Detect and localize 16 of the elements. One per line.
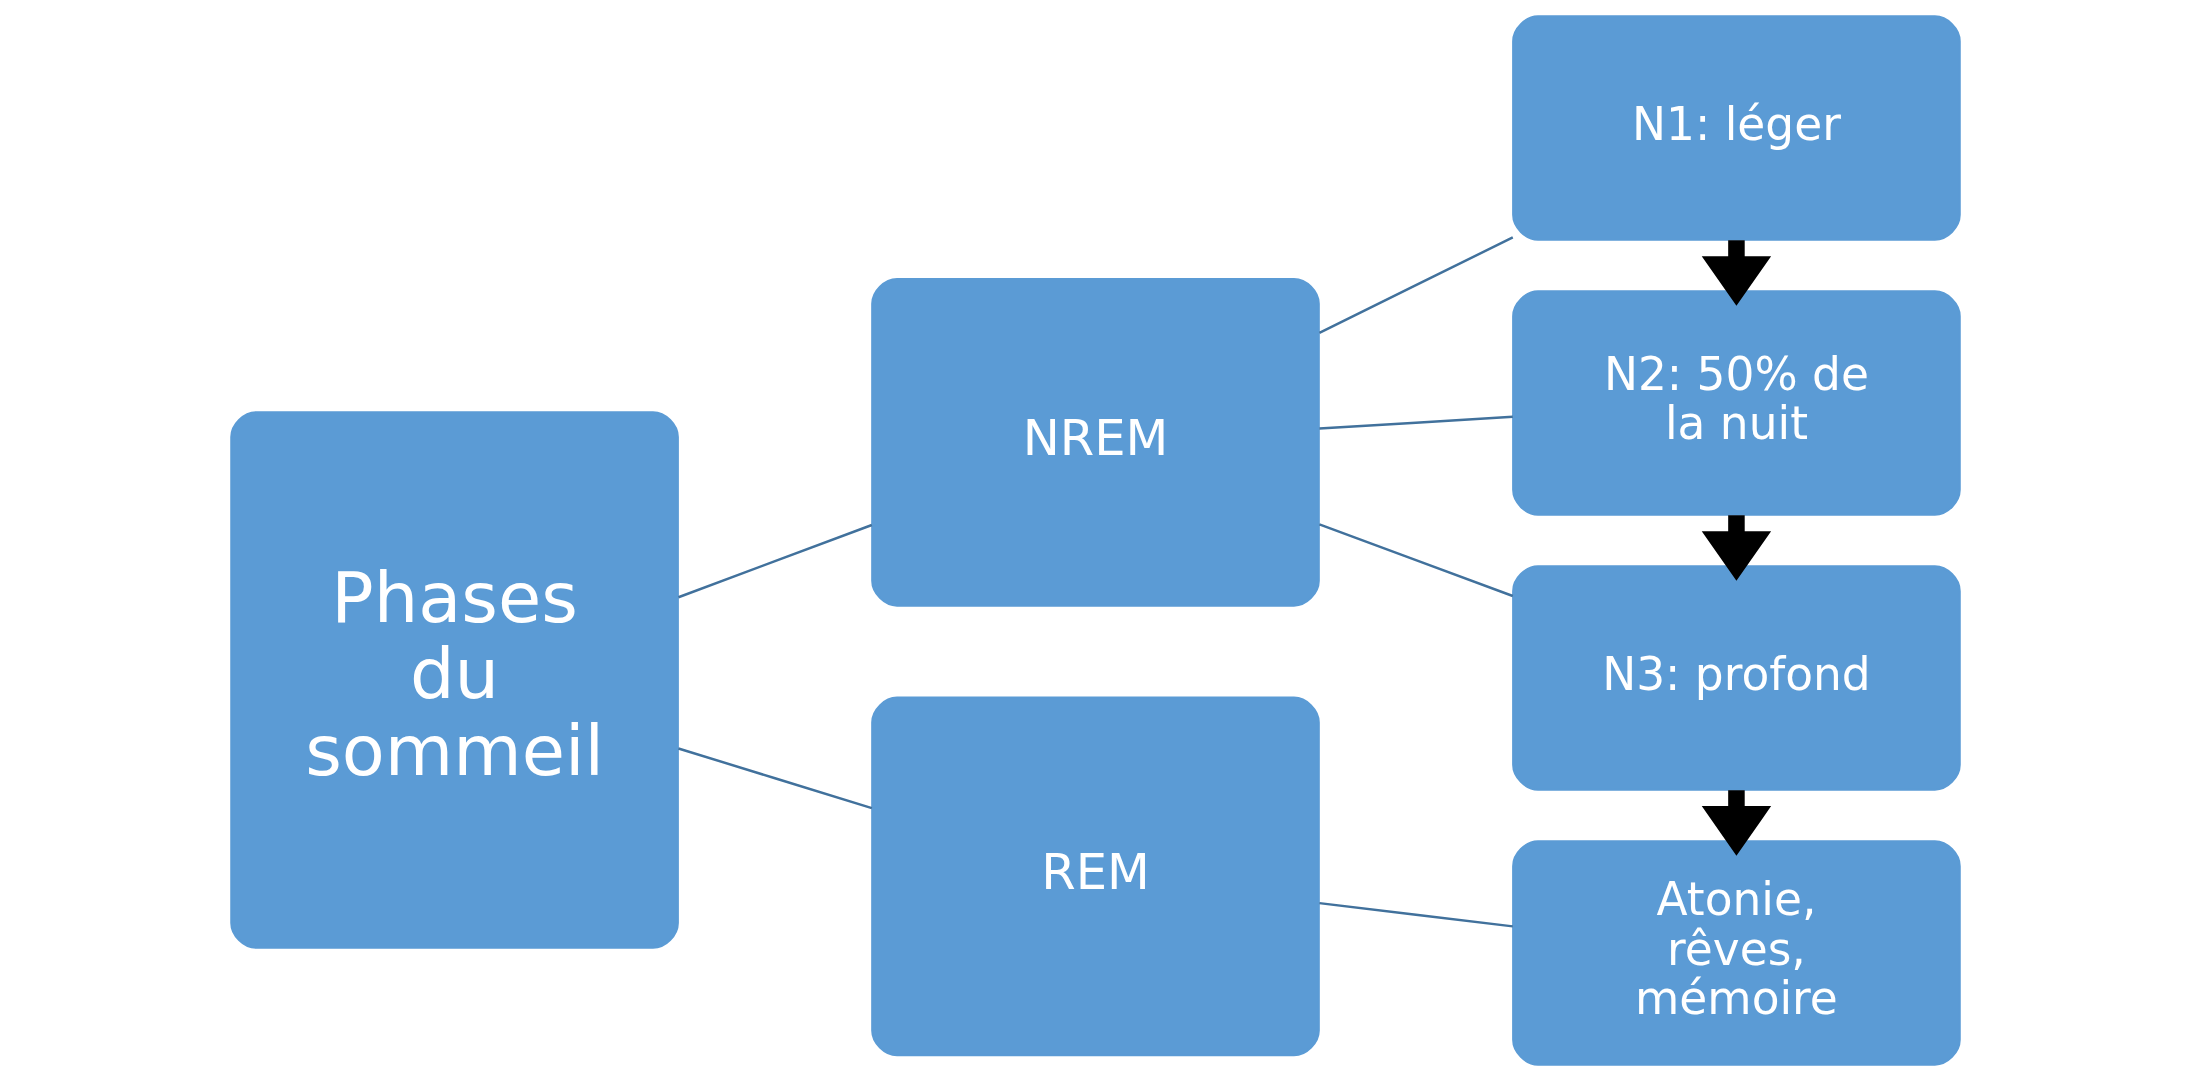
connector (1318, 236, 1513, 334)
node-box: NREM (870, 277, 1320, 607)
connector (1318, 901, 1513, 928)
node-box: REM (870, 696, 1320, 1057)
node-box: N3: profond (1511, 565, 1961, 791)
node-box: Phases du sommeil (229, 411, 679, 949)
arrow (1701, 515, 1771, 581)
node-box: N1: léger (1511, 15, 1961, 241)
node-box: N2: 50% de la nuit (1511, 290, 1961, 516)
connector (1318, 523, 1513, 598)
connector (677, 747, 872, 810)
arrow (1701, 790, 1771, 856)
arrow (1701, 240, 1771, 306)
node-box: Atonie, rêves, mémoire (1511, 840, 1961, 1066)
connector (677, 523, 872, 599)
connector (1318, 415, 1513, 430)
